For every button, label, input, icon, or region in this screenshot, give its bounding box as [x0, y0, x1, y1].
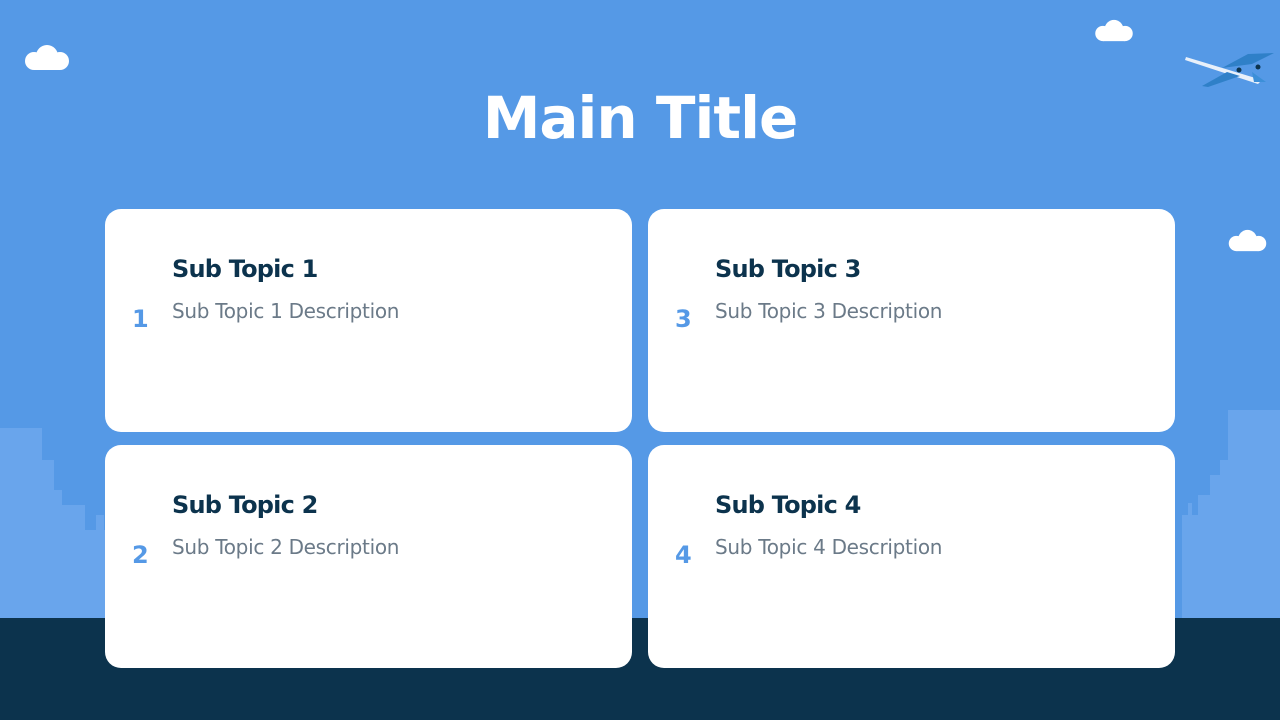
city-skyline-right [1182, 410, 1280, 620]
topic-card-number: 2 [132, 541, 149, 569]
topic-card-number: 1 [132, 305, 149, 333]
topic-card-description: Sub Topic 2 Description [172, 535, 400, 559]
topic-card-number: 3 [675, 305, 692, 333]
topic-card-description: Sub Topic 1 Description [172, 299, 400, 323]
topic-card-description: Sub Topic 3 Description [715, 299, 943, 323]
topic-card-number: 4 [675, 541, 692, 569]
topic-card-title: Sub Topic 1 [172, 255, 318, 283]
topic-card-title: Sub Topic 2 [172, 491, 318, 519]
topic-card-description: Sub Topic 4 Description [715, 535, 943, 559]
topic-card-1: Sub Topic 1 1 Sub Topic 1 Description [105, 209, 632, 432]
topic-card-4: Sub Topic 4 4 Sub Topic 4 Description [648, 445, 1175, 668]
page-title: Main Title [482, 84, 799, 152]
city-skyline-left [0, 428, 110, 620]
topic-card-title: Sub Topic 4 [715, 491, 861, 519]
topic-card-3: Sub Topic 3 3 Sub Topic 3 Description [648, 209, 1175, 432]
airplane-icon [1185, 53, 1274, 87]
cloud-icon [1095, 19, 1133, 42]
cloud-icon [1228, 229, 1267, 252]
topic-card-title: Sub Topic 3 [715, 255, 861, 283]
topic-card-2: Sub Topic 2 2 Sub Topic 2 Description [105, 445, 632, 668]
cloud-icon [25, 45, 69, 70]
